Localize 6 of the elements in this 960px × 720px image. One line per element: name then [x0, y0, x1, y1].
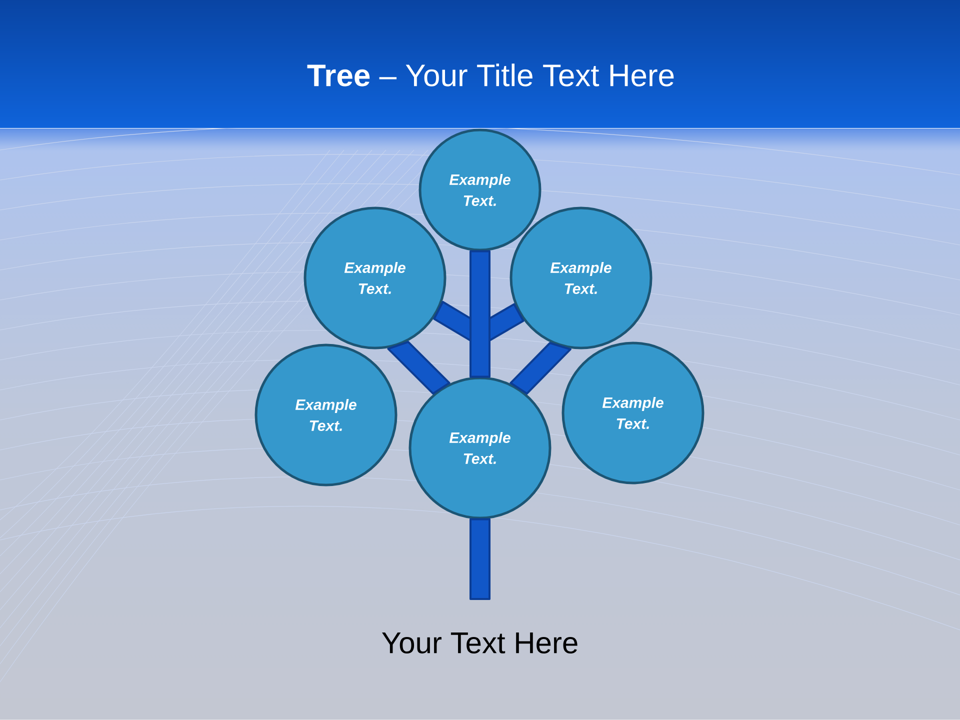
- tree-branch: [387, 340, 450, 395]
- tree-trunk: [470, 518, 490, 600]
- tree-trunk: [433, 250, 524, 378]
- body-text: Your Text Here: [382, 632, 578, 654]
- tree-branch: [510, 342, 572, 395]
- slide-title: Tree – Your Title Text Here: [307, 64, 674, 86]
